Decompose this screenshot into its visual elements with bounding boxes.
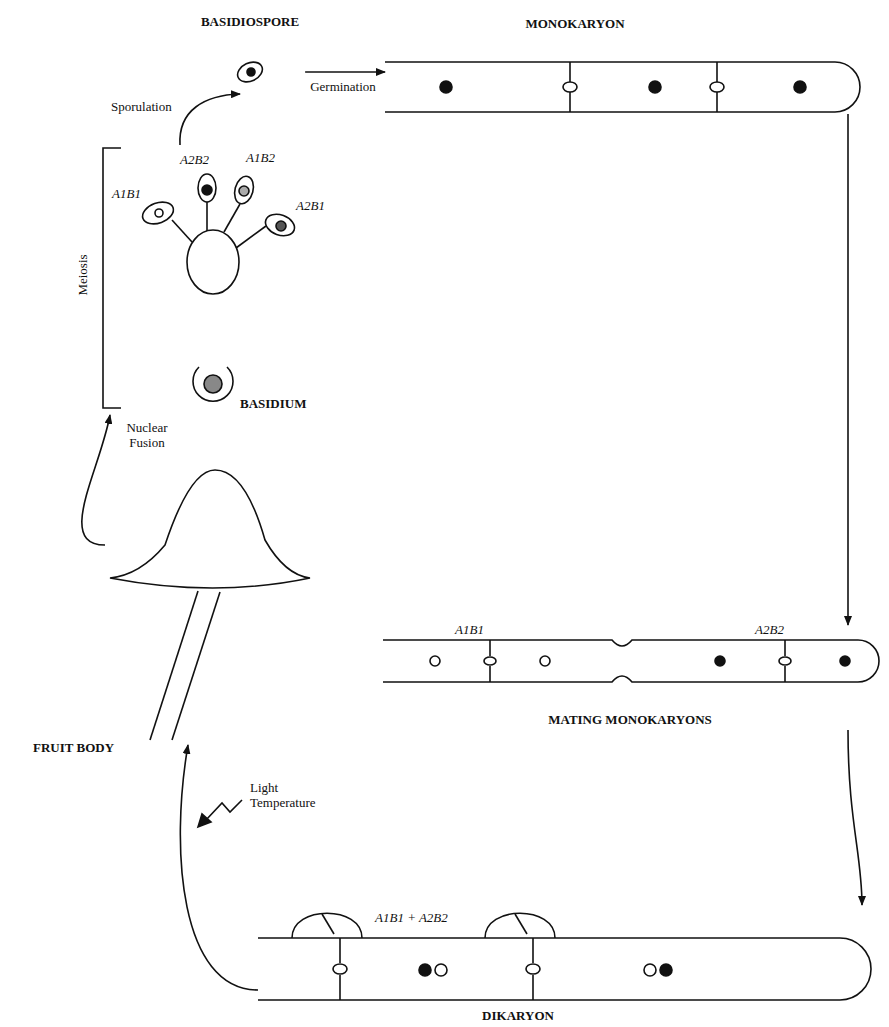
nucleus <box>840 656 850 666</box>
step-label: Sporulation <box>110 99 173 114</box>
spore <box>232 174 257 206</box>
stage-heading: DIKARYON <box>482 1008 554 1023</box>
diploid-nucleus <box>204 375 222 393</box>
mating-type-label: A1B1 + A2B2 <box>375 910 448 925</box>
nucleus <box>202 185 212 195</box>
environment-signal <box>198 800 242 827</box>
clamp-wall <box>322 914 334 934</box>
nucleus <box>247 68 255 76</box>
stage-heading: BASIDIOSPORE <box>201 14 299 29</box>
mating-type-label: A1B1 <box>112 186 141 201</box>
nucleus <box>419 964 431 976</box>
septum <box>339 975 341 1000</box>
hypha-wall <box>258 938 871 1000</box>
septum <box>784 666 786 682</box>
stage-region: BASIDIUM <box>125 145 330 415</box>
basidiospore <box>234 58 265 85</box>
cycle-arrow <box>180 94 240 145</box>
process-label: Meiosis <box>75 254 90 295</box>
nucleus <box>435 964 447 976</box>
cycle-arrow <box>305 71 385 73</box>
septal-pore <box>779 657 791 665</box>
septum <box>489 640 491 656</box>
basidium-drawing <box>103 148 298 408</box>
sterigma <box>224 204 240 232</box>
septum <box>532 975 534 1000</box>
sterigma <box>206 202 208 231</box>
septum <box>532 938 534 963</box>
mating-hyphae <box>383 640 879 682</box>
step-label: Germination <box>309 79 377 94</box>
nucleus <box>649 81 661 93</box>
mushroom-stem <box>172 592 220 740</box>
mating-type-label: A1B2 <box>246 150 275 165</box>
cycle-arrow <box>847 114 849 625</box>
hypha-wall <box>385 62 860 112</box>
septum <box>489 666 491 682</box>
clamp-connection <box>292 913 362 938</box>
mushroom-cap <box>110 470 310 588</box>
spore <box>262 210 297 239</box>
clamp-wall <box>515 914 527 934</box>
septum <box>716 62 718 82</box>
monokaryon-hypha <box>385 62 860 112</box>
stage-heading: FRUIT BODY <box>33 740 114 755</box>
mating-type-label: A2B2 <box>755 622 784 637</box>
septal-pore <box>563 82 577 92</box>
sterigma <box>236 226 266 248</box>
cycle-arrow <box>82 415 110 545</box>
cycle-arrow <box>180 745 258 990</box>
septum <box>569 62 571 82</box>
basidium-body <box>187 230 239 294</box>
nucleus <box>540 656 550 666</box>
stage-heading: MONOKARYON <box>525 16 624 31</box>
arrowhead <box>198 814 211 827</box>
spore <box>198 174 216 202</box>
stage-region: BASIDIOSPORE <box>195 12 305 94</box>
nucleus <box>239 186 249 196</box>
nucleus <box>276 221 286 231</box>
nucleus <box>715 656 725 666</box>
stage-region: FRUIT BODY <box>105 465 315 745</box>
stage-heading: MATING MONOKARYONS <box>548 712 712 727</box>
environment-label: Light Temperature <box>250 780 330 810</box>
stage-region: DIKARYON <box>258 905 873 1025</box>
sterigma <box>172 220 192 242</box>
nucleus <box>794 81 806 93</box>
mating-type-label: A2B1 <box>296 198 325 213</box>
mushroom <box>110 470 310 740</box>
septum <box>784 640 786 656</box>
septal-pore <box>333 964 347 974</box>
spore-wall <box>234 58 265 85</box>
stage-region: MATING MONOKARYONS <box>383 625 883 730</box>
septal-pore <box>484 657 496 665</box>
cycle-arrow <box>848 730 862 905</box>
nucleus <box>155 209 163 217</box>
spore <box>140 198 177 228</box>
stage-heading: BASIDIUM <box>240 396 306 411</box>
mushroom-stem <box>150 591 198 740</box>
nucleus <box>660 964 672 976</box>
zigzag-arrow <box>206 800 242 820</box>
hypha-wall <box>383 640 879 682</box>
septal-pore <box>526 964 540 974</box>
septum <box>716 92 718 112</box>
clamp-connection <box>485 913 555 938</box>
mating-type-label: A1B1 <box>455 622 484 637</box>
septum <box>569 92 571 112</box>
step-label: Nuclear Fusion <box>118 420 176 450</box>
septum <box>339 938 341 963</box>
nucleus <box>644 964 656 976</box>
stage-region: MONOKARYON <box>385 12 865 114</box>
nucleus <box>440 81 452 93</box>
septal-pore <box>710 82 724 92</box>
young-basidium <box>193 367 233 401</box>
nucleus <box>430 656 440 666</box>
mating-type-label: A2B2 <box>180 152 209 167</box>
dikaryon-hypha <box>258 913 871 1000</box>
